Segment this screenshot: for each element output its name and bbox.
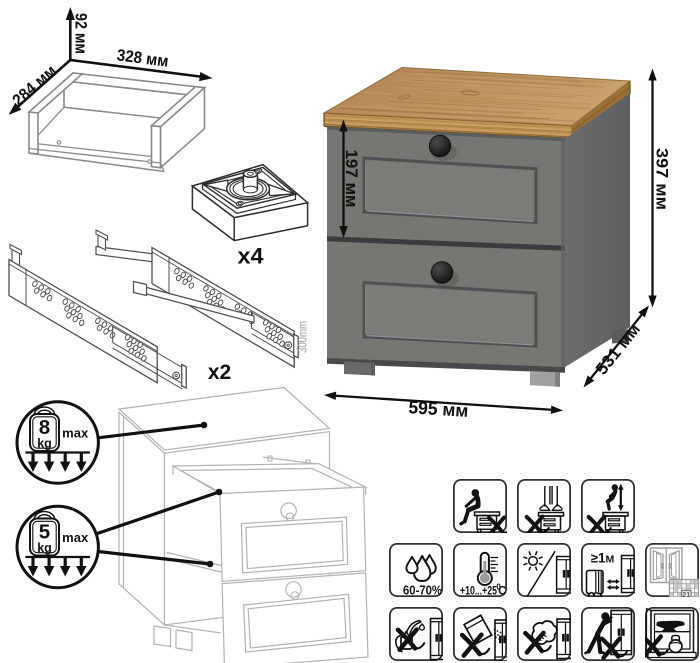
svg-text:21: 21 xyxy=(682,592,690,599)
svg-text:+10...+25: +10...+25 xyxy=(460,586,497,598)
svg-text:60-70%: 60-70% xyxy=(403,583,442,598)
svg-text:595 мм: 595 мм xyxy=(408,397,469,421)
svg-text:5: 5 xyxy=(39,521,50,544)
svg-text:300mm: 300mm xyxy=(298,321,310,353)
svg-text:kg: kg xyxy=(37,437,52,451)
svg-text:max: max xyxy=(62,530,89,545)
svg-text:≥1M: ≥1M xyxy=(591,551,615,566)
svg-text:kg: kg xyxy=(37,541,52,555)
svg-text:8: 8 xyxy=(39,416,50,439)
svg-text:max: max xyxy=(62,426,89,441)
svg-text:0: 0 xyxy=(496,583,501,592)
svg-text:x2: x2 xyxy=(208,361,231,384)
svg-text:x4: x4 xyxy=(238,244,265,269)
svg-text:197 мм: 197 мм xyxy=(342,150,361,208)
svg-text:92 мм: 92 мм xyxy=(72,13,90,54)
svg-text:C: C xyxy=(498,586,506,598)
svg-text:397 мм: 397 мм xyxy=(653,148,672,210)
